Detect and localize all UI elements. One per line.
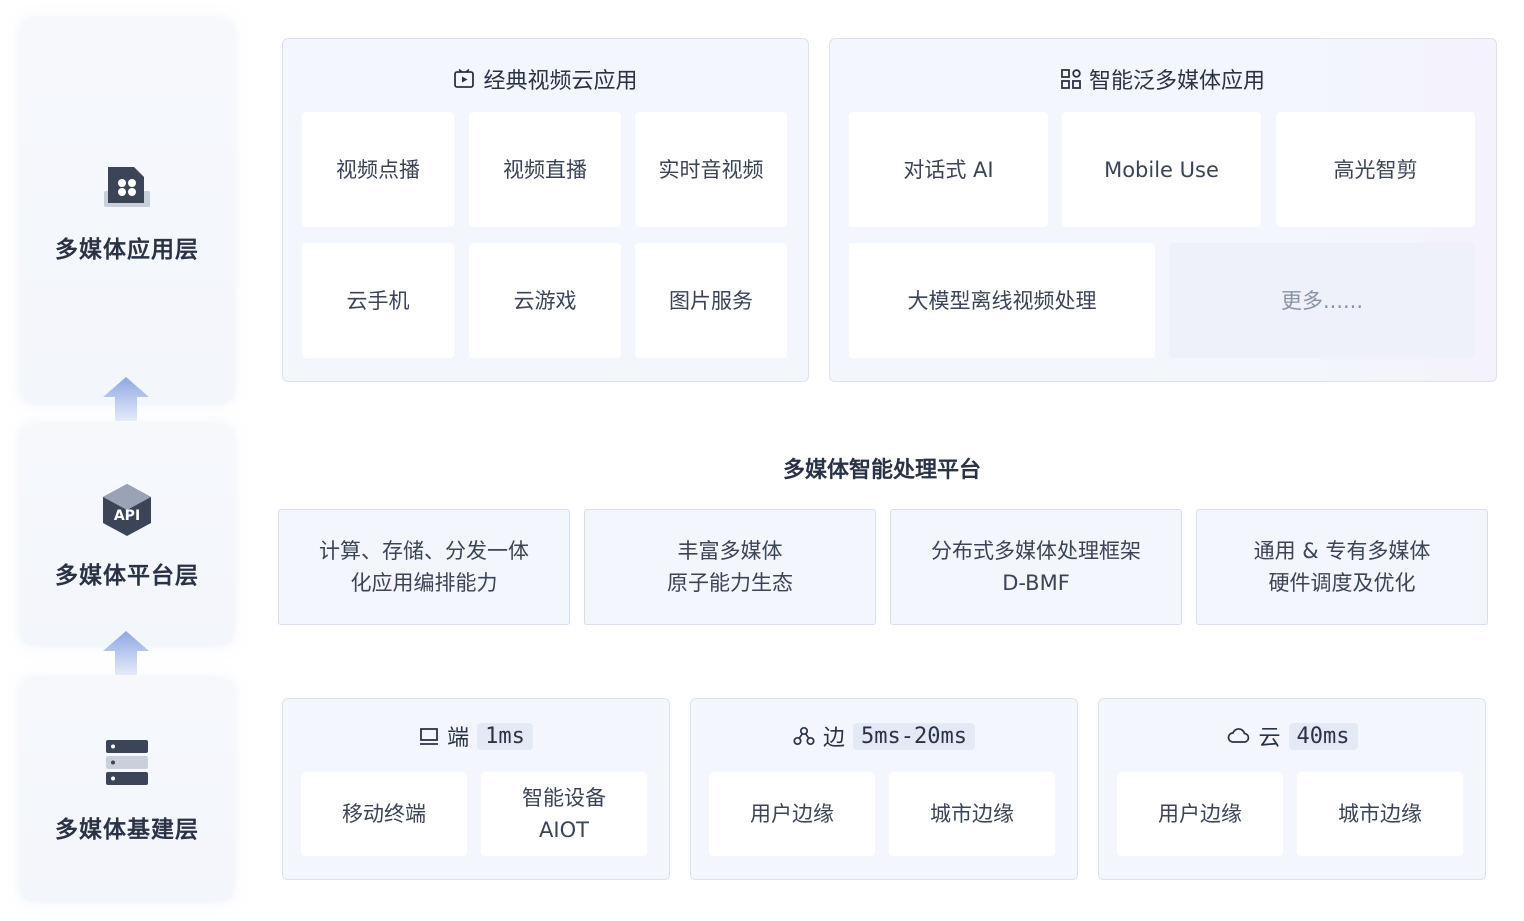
platform-title: 多媒体智能处理平台 [782,458,981,483]
platform-item-atomic-ecosystem: 丰富多媒体原子能力生态 [584,509,876,625]
smart-apps-title: 智能泛多媒体应用 [1088,69,1265,94]
app-tile-more[interactable]: 更多...... [1169,243,1475,358]
cloud-header: 云 40ms [1099,720,1485,752]
svg-text:API: API [114,508,140,524]
app-tile-highlight-clip[interactable]: 高光智剪 [1276,112,1475,227]
app-tile-mobile-use[interactable]: Mobile Use [1062,112,1261,227]
edge-header: 边 5ms-20ms [691,720,1077,752]
device-label: 端 [447,726,470,751]
smart-apps-header: 智能泛多媒体应用 [830,63,1496,95]
application-layer-card: 多媒体应用层 [20,18,234,404]
app-tile-cloud-game[interactable]: 云游戏 [469,243,621,358]
app-tile-image-service[interactable]: 图片服务 [635,243,787,358]
cloud-latency-badge: 40ms [1288,722,1358,750]
platform-item-hardware-scheduling: 通用 & 专有多媒体硬件调度及优化 [1196,509,1488,625]
infra-tile-user-edge[interactable]: 用户边缘 [709,772,875,856]
smart-apps-panel: 智能泛多媒体应用 对话式 AI Mobile Use 高光智剪 大模型离线视频处… [829,38,1497,382]
edge-label: 边 [823,726,846,751]
edge-latency-badge: 5ms-20ms [853,722,975,750]
api-hexagon-icon: API [103,484,151,536]
infrastructure-layer-card: 多媒体基建层 [20,678,234,902]
up-arrow-icon [103,377,149,421]
app-grid-icon [104,167,150,207]
app-tile-llm-offline-video[interactable]: 大模型离线视频处理 [849,243,1155,358]
cloud-icon [1227,728,1249,743]
app-tile-conversational-ai[interactable]: 对话式 AI [849,112,1048,227]
server-stack-icon [106,740,148,785]
monitor-icon [420,728,439,745]
up-arrow-icon [103,631,149,675]
video-play-icon [454,68,475,88]
application-layer-title: 多媒体应用层 [55,237,199,263]
device-latency-badge: 1ms [477,722,533,750]
platform-item-orchestration: 计算、存储、分发一体化应用编排能力 [278,509,570,625]
cloud-label: 云 [1258,726,1281,751]
edge-panel: 边 5ms-20ms 用户边缘 城市边缘 [690,698,1078,880]
app-tile-live[interactable]: 视频直播 [469,112,621,227]
device-header: 端 1ms [283,720,669,752]
platform-layer-card: API 多媒体平台层 [20,424,234,646]
platform-layer-title: 多媒体平台层 [55,563,199,589]
infra-tile-city-edge[interactable]: 城市边缘 [1297,772,1463,856]
cloud-panel: 云 40ms 用户边缘 城市边缘 [1098,698,1486,880]
classic-apps-header: 经典视频云应用 [283,63,808,95]
widgets-icon [1061,69,1081,89]
infra-tile-city-edge[interactable]: 城市边缘 [889,772,1055,856]
classic-apps-panel: 经典视频云应用 视频点播 视频直播 实时音视频 云手机 云游戏 图片服务 [282,38,809,382]
classic-apps-title: 经典视频云应用 [483,69,638,94]
app-tile-vod[interactable]: 视频点播 [302,112,454,227]
app-tile-rtc[interactable]: 实时音视频 [635,112,787,227]
network-nodes-icon [793,726,815,746]
infra-tile-mobile-terminal[interactable]: 移动终端 [301,772,467,856]
infrastructure-layer-title: 多媒体基建层 [55,817,199,843]
infra-tile-user-edge[interactable]: 用户边缘 [1117,772,1283,856]
app-tile-cloud-phone[interactable]: 云手机 [302,243,454,358]
